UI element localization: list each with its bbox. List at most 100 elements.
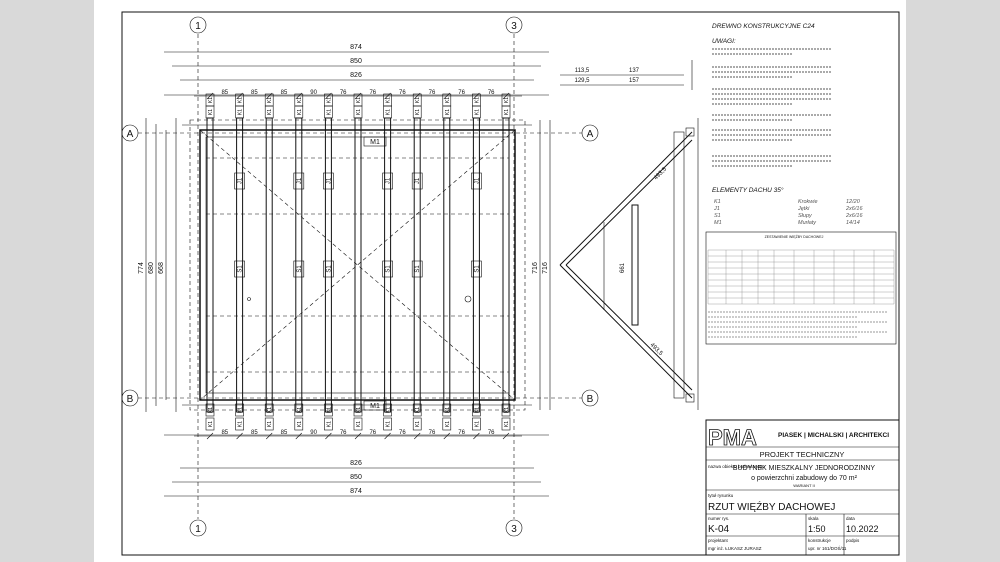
rafter-label: K1 bbox=[326, 97, 332, 103]
inner-plate-outline bbox=[205, 136, 510, 394]
rafter-label: K1 bbox=[415, 109, 421, 115]
element-name: Jętki bbox=[797, 206, 810, 212]
rafter-spacing-value: 76 bbox=[488, 430, 495, 436]
rafter-tag-top-2 bbox=[412, 105, 422, 119]
chimney-mark bbox=[464, 295, 472, 303]
element-code: J1 bbox=[713, 206, 720, 212]
drawing-title-label: tytuł rysunku bbox=[708, 493, 734, 498]
section-dim-113-5: 113,5 bbox=[575, 68, 590, 74]
rafter-spacing-value: 90 bbox=[310, 90, 317, 96]
rafter-spacing-value: 76 bbox=[458, 90, 465, 96]
grid-label-b-left: B bbox=[127, 394, 134, 405]
grid-bubble-3-top bbox=[505, 16, 523, 34]
dim-bottom-850: 850 bbox=[350, 474, 362, 481]
rafter-tag-bottom bbox=[472, 417, 481, 431]
spacing-tick bbox=[354, 432, 362, 440]
section-plate-top bbox=[685, 127, 695, 137]
grid-label-b-right: B bbox=[587, 394, 594, 405]
joist-label: J1 bbox=[415, 177, 421, 184]
rafter-tag-top-2 bbox=[264, 105, 274, 119]
element-name: Murłaty bbox=[798, 220, 817, 226]
rafter-tag-top-2 bbox=[353, 105, 363, 119]
rafter bbox=[472, 117, 480, 413]
element-size: 14/14 bbox=[846, 220, 860, 226]
rafter-label: K1 bbox=[208, 421, 214, 427]
grid-label-3-top: 3 bbox=[511, 21, 517, 32]
rafter-tag-bottom bbox=[442, 417, 452, 431]
post-label: S1 bbox=[238, 265, 244, 273]
title-block-frame bbox=[705, 419, 900, 556]
rafter-tag-bottom bbox=[324, 417, 333, 431]
rafter-label: K1 bbox=[238, 407, 244, 413]
roof-outline-dashed bbox=[189, 119, 526, 411]
rafter-group: K1K1K1K1K1K1K1K1K1K1K1K1K1K1K1K1K1K1K1K1… bbox=[205, 93, 511, 431]
section-height-661: 661 bbox=[620, 262, 626, 273]
rafter-tag-top-2 bbox=[501, 105, 511, 119]
rafter-label: K1 bbox=[386, 421, 392, 427]
post-tag bbox=[323, 260, 334, 278]
license-number: upr. nr 161/DOŚ/11 bbox=[808, 544, 847, 551]
rafter-spacing-value: 76 bbox=[369, 90, 376, 96]
element-code: M1 bbox=[714, 220, 722, 226]
point-mark bbox=[247, 297, 251, 301]
rafter bbox=[443, 117, 451, 413]
sheet-frame bbox=[121, 11, 900, 556]
designer-label: projektant bbox=[708, 538, 729, 543]
joist-label: J1 bbox=[386, 177, 392, 184]
rafter-spacing-value: 85 bbox=[251, 90, 258, 96]
grid-bubble-3-bottom bbox=[505, 519, 523, 537]
rafter-tag-bottom-2 bbox=[353, 403, 363, 417]
joist-tag bbox=[411, 172, 423, 190]
rafter-label: K1 bbox=[474, 421, 480, 427]
rafter-tag-bottom-2 bbox=[324, 403, 333, 417]
grid-bubble-1-bottom bbox=[189, 519, 207, 537]
grid-label-a-right: A bbox=[587, 129, 594, 140]
spacing-tick bbox=[443, 432, 451, 440]
beam-tag-bottom bbox=[363, 400, 387, 411]
rafter-label: K1 bbox=[267, 407, 273, 413]
rafter-tag-bottom bbox=[501, 417, 511, 431]
element-size: 2x6/16 bbox=[845, 213, 863, 219]
rafter-label: K1 bbox=[504, 109, 510, 115]
post-tag bbox=[411, 260, 423, 278]
rafter-label: K1 bbox=[238, 109, 244, 115]
rafter-tag-top-2 bbox=[383, 105, 392, 119]
rafter-tag-top-2 bbox=[235, 105, 244, 119]
rafter-spacing-value: 76 bbox=[429, 430, 436, 436]
section-rafter-lower-inner bbox=[565, 264, 693, 391]
rafter-tag-top-2 bbox=[294, 105, 304, 119]
post-tag bbox=[234, 260, 245, 278]
dim-left-680: 680 bbox=[148, 262, 155, 274]
rafter bbox=[384, 117, 392, 413]
grid-label-1-bottom: 1 bbox=[195, 524, 201, 535]
rafter-label: K1 bbox=[356, 407, 362, 413]
grid-label-3-bottom: 3 bbox=[511, 524, 517, 535]
rafter-label: K1 bbox=[297, 407, 303, 413]
rafter-tag-bottom-2 bbox=[472, 403, 481, 417]
rafter-tag-top-2 bbox=[324, 105, 333, 119]
rafter-spacing-value: 85 bbox=[221, 430, 228, 436]
rafter-tag-bottom-2 bbox=[442, 403, 452, 417]
dimensions-bottom: 826 850 874 bbox=[164, 434, 549, 497]
rafter-label: K1 bbox=[208, 407, 214, 413]
date-value: 10.2022 bbox=[846, 524, 879, 534]
spacing-tick bbox=[473, 432, 480, 440]
dim-left-774: 774 bbox=[138, 262, 145, 274]
signature-label: podpis bbox=[846, 538, 860, 543]
spacing-tick bbox=[413, 432, 421, 440]
rafter-label: K1 bbox=[386, 109, 392, 115]
wall-plate-outline bbox=[199, 129, 516, 401]
element-code: K1 bbox=[714, 199, 721, 205]
dim-right-716-b: 716 bbox=[542, 262, 549, 274]
drawing-title: RZUT WIĘŹBY DACHOWEJ bbox=[708, 500, 835, 513]
beam-label-bottom: M1 bbox=[370, 403, 380, 410]
notes-text-block bbox=[712, 48, 832, 167]
rafter-label: K1 bbox=[356, 97, 362, 103]
joist-tag bbox=[471, 172, 482, 190]
rafter-spacing-value: 85 bbox=[281, 90, 288, 96]
dimensions-left: 774 680 668 bbox=[138, 118, 177, 412]
section-post bbox=[631, 204, 639, 326]
rafter-tag-bottom bbox=[264, 417, 274, 431]
rafter bbox=[206, 117, 214, 413]
